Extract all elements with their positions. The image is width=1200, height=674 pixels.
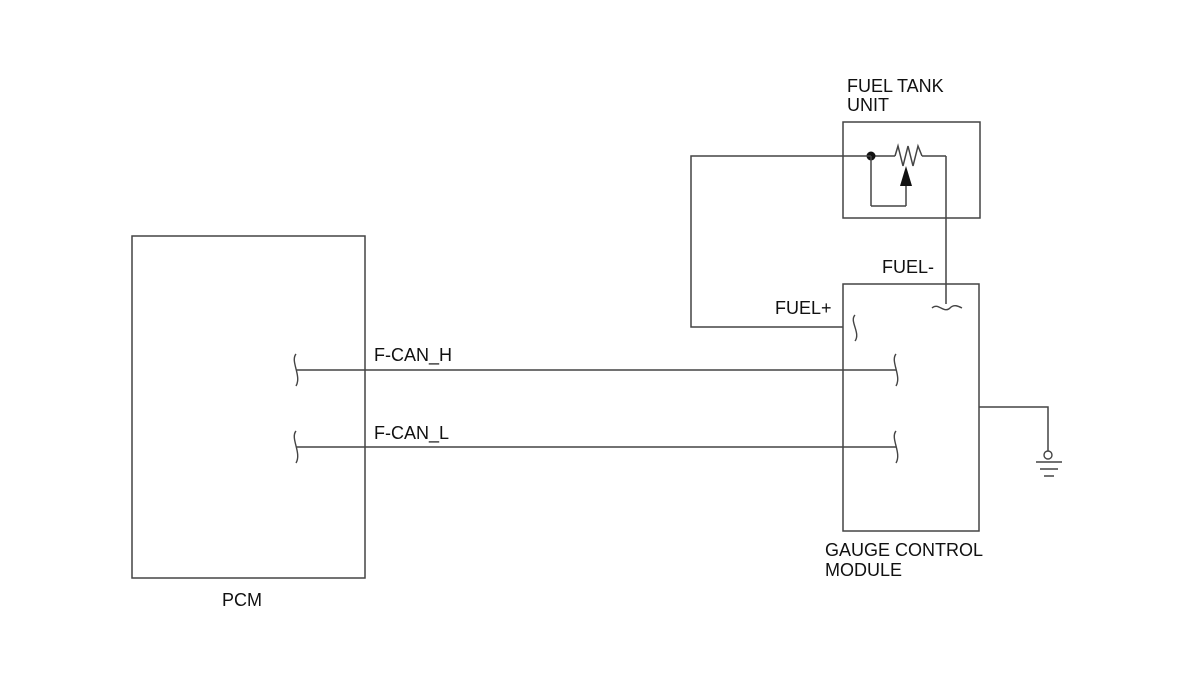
gauge-module-label-line1: GAUGE CONTROL [825,540,983,560]
fcan-h-gauge-connector-icon [893,353,899,387]
fuel-tank-unit-box [842,121,981,219]
ground-wire [979,406,1049,451]
fcan-l-gauge-connector-icon [893,430,899,464]
ground-icon [1036,450,1062,477]
pcm-label: PCM [222,590,262,610]
fcan-l-pcm-connector-icon [293,430,299,464]
gauge-module-label-line2: MODULE [825,560,902,580]
fcan-h-pcm-connector-icon [293,353,299,387]
fcan-l-label: F-CAN_L [374,423,449,444]
fuel-minus-connector-icon [931,305,963,311]
fuel-tank-unit-label-line2: UNIT [847,95,889,115]
gauge-control-module-box [842,283,980,532]
fuel-plus-wire [690,155,871,328]
fcan-h-label: F-CAN_H [374,345,452,366]
fuel-plus-connector-icon [852,314,858,342]
fuel-plus-label: FUEL+ [775,298,832,318]
fuel-tank-unit-label-line1: FUEL TANK [847,76,944,96]
fuel-minus-label: FUEL- [882,257,934,277]
wiper-arrow-icon [900,166,912,186]
pcm-box [131,235,366,579]
